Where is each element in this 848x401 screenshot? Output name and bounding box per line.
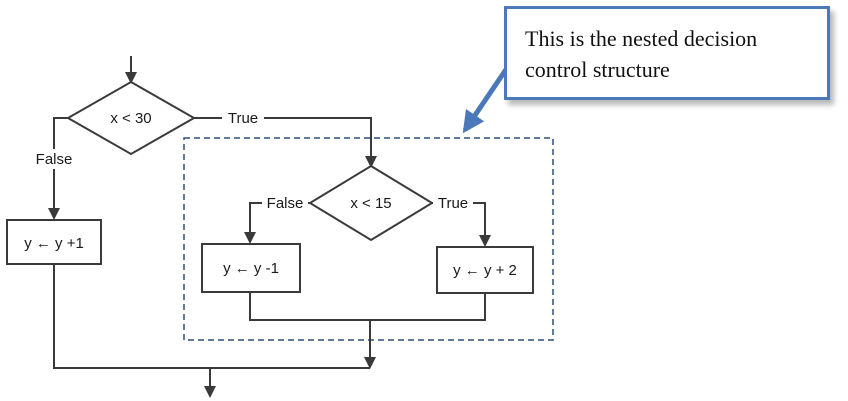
inner-false-process-label: y ← y -1 xyxy=(223,260,279,277)
inner-false-label: False xyxy=(267,195,304,212)
outer-true-label: True xyxy=(228,110,258,127)
inner-decision-label: x < 15 xyxy=(350,195,391,212)
inner-true-label: True xyxy=(438,195,468,212)
outer-decision-label: x < 30 xyxy=(110,110,151,127)
inner-decision-diamond xyxy=(308,164,434,242)
outer-false-connector xyxy=(48,117,68,220)
inner-left-merge-line xyxy=(249,292,370,321)
outer-false-process-label: y ← y +1 xyxy=(24,235,84,252)
inner-false-process-box xyxy=(201,243,301,293)
outer-false-process-box xyxy=(6,219,102,265)
inner-true-process-box xyxy=(436,246,534,294)
outer-true-connector xyxy=(194,117,377,168)
outer-merge-line xyxy=(53,264,370,369)
nested-region-outline xyxy=(183,137,554,341)
outer-false-label-bg xyxy=(30,149,78,169)
outer-false-label: False xyxy=(36,151,73,168)
inner-false-label-bg xyxy=(262,194,308,212)
inner-true-label-bg xyxy=(433,194,473,212)
callout-box: This is the nested decision control stru… xyxy=(504,6,830,100)
outer-true-label-bg xyxy=(222,109,264,127)
outer-decision-diamond xyxy=(65,80,197,156)
inner-true-process-label: y ← y + 2 xyxy=(453,262,517,279)
inner-right-merge-line xyxy=(370,293,486,321)
callout-text: This is the nested decision control stru… xyxy=(525,26,758,82)
